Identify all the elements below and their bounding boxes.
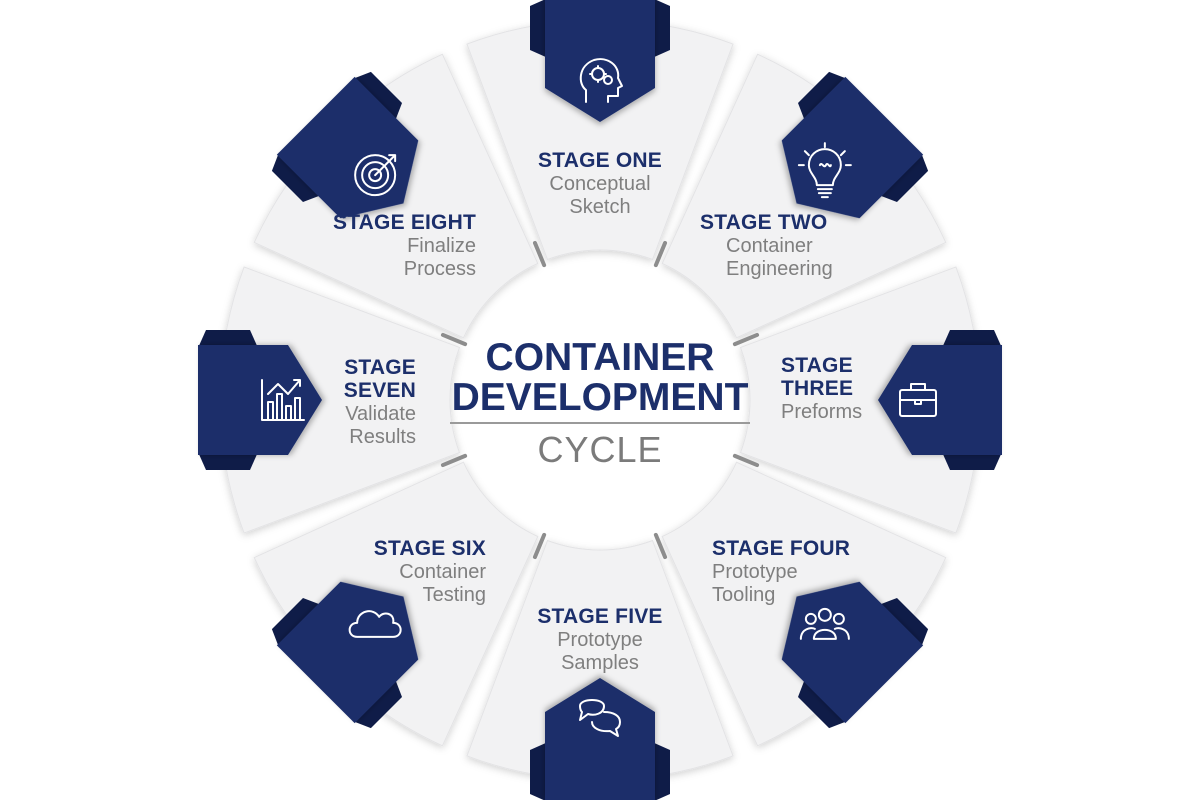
ribbon-stage-three bbox=[878, 330, 1002, 470]
connector-tick bbox=[653, 532, 668, 560]
stage-three-title-line2: THREE bbox=[781, 377, 854, 400]
ribbon-stage-four bbox=[781, 581, 929, 729]
stage-six-label: STAGE SIX Container Testing bbox=[320, 538, 490, 607]
stage-two-label: STAGE TWO Container Engineering bbox=[700, 212, 900, 281]
stage-seven-label: STAGE SEVEN Validate Results bbox=[300, 357, 416, 449]
connector-tick bbox=[653, 240, 668, 268]
stage-seven-desc-line1: Validate bbox=[345, 403, 416, 425]
bar-chart-icon bbox=[261, 379, 305, 421]
stage-seven-desc-line2: Results bbox=[349, 426, 416, 448]
center-title: CONTAINER DEVELOPMENT CYCLE bbox=[440, 338, 760, 470]
stage-four-label: STAGE FOUR Prototype Tooling bbox=[700, 538, 890, 607]
stage-one-desc-line2: Sketch bbox=[569, 196, 631, 218]
ribbon-stage-seven bbox=[198, 330, 322, 470]
connector-tick bbox=[732, 332, 760, 347]
stage-five-label: STAGE FIVE Prototype Samples bbox=[505, 606, 695, 675]
stage-one-label: STAGE ONE Conceptual Sketch bbox=[505, 150, 695, 219]
lightbulb-icon bbox=[797, 142, 852, 199]
stage-five-desc-line1: Prototype bbox=[557, 629, 643, 651]
head-gears-icon bbox=[579, 58, 623, 103]
stage-three-desc: Preforms bbox=[781, 401, 863, 423]
stage-three-label: STAGE THREE Preforms bbox=[760, 355, 880, 424]
ribbon-stage-six bbox=[271, 581, 419, 729]
stage-six-desc-line2: Testing bbox=[422, 584, 486, 606]
connector-tick bbox=[532, 240, 547, 268]
stage-four-desc-line1: Prototype bbox=[712, 561, 798, 583]
segment-connectors bbox=[440, 240, 760, 560]
cloud-icon bbox=[348, 610, 402, 638]
ribbon-stage-five bbox=[530, 678, 670, 800]
stage-one-title: STAGE ONE bbox=[538, 149, 662, 172]
chat-bubbles-icon bbox=[579, 699, 621, 737]
center-title-line3: CYCLE bbox=[537, 429, 663, 470]
stage-two-title: STAGE TWO bbox=[700, 211, 828, 234]
ribbon-stage-eight bbox=[271, 71, 419, 219]
stage-seven-title-line1: STAGE bbox=[344, 356, 416, 379]
connector-tick bbox=[732, 453, 760, 468]
icon-ribbons bbox=[198, 0, 1002, 800]
stage-one-desc-line1: Conceptual bbox=[549, 173, 651, 195]
stage-eight-label: STAGE EIGHT Finalize Process bbox=[300, 212, 480, 281]
stage-six-desc-line1: Container bbox=[399, 561, 486, 583]
stage-two-desc-line1: Container bbox=[726, 235, 813, 257]
stage-eight-desc-line2: Process bbox=[403, 258, 476, 280]
connector-tick bbox=[532, 532, 547, 560]
connector-tick bbox=[440, 332, 468, 347]
center-title-line1: CONTAINER bbox=[485, 336, 715, 379]
people-group-icon bbox=[799, 607, 850, 640]
stage-five-desc-line2: Samples bbox=[561, 652, 639, 674]
stage-four-desc-line2: Tooling bbox=[712, 584, 776, 606]
stage-seven-title-line2: SEVEN bbox=[343, 379, 416, 402]
ribbon-stage-one bbox=[530, 0, 670, 122]
connector-tick bbox=[440, 453, 468, 468]
briefcase-icon bbox=[899, 383, 937, 417]
center-title-line2: DEVELOPMENT bbox=[450, 378, 750, 424]
stage-eight-title: STAGE EIGHT bbox=[333, 211, 476, 234]
stage-three-title-line1: STAGE bbox=[781, 354, 853, 377]
stage-four-title: STAGE FOUR bbox=[712, 537, 851, 560]
target-icon bbox=[354, 154, 397, 197]
stage-two-desc-line2: Engineering bbox=[726, 258, 833, 280]
stage-five-title: STAGE FIVE bbox=[537, 605, 663, 628]
stage-six-title: STAGE SIX bbox=[373, 537, 486, 560]
stage-eight-desc-line1: Finalize bbox=[407, 235, 476, 257]
